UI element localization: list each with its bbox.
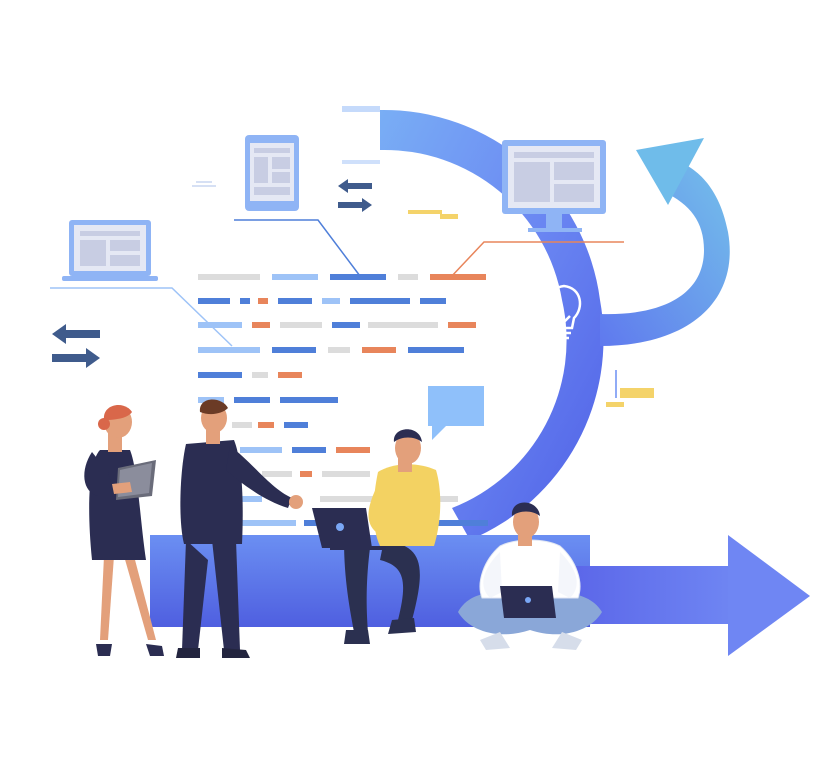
speech-bubble-icon: [428, 386, 484, 440]
laptop-icon: [62, 220, 158, 281]
woman-with-tablet: [84, 405, 164, 656]
man-on-laptop: [312, 429, 441, 644]
man-pointing: [176, 399, 303, 658]
tablet-icon: [245, 135, 299, 211]
code-lines: [198, 274, 488, 526]
forward-arrow: [560, 535, 810, 656]
yellow-accents: [408, 210, 654, 407]
swap-arrows-icon: [338, 179, 372, 212]
monitor-icon: [502, 140, 606, 232]
return-loop-arrow: [600, 138, 730, 346]
connector-lines: [50, 181, 624, 347]
swap-arrows-icon: [52, 324, 100, 368]
man-sitting-cross-legged: [458, 502, 602, 650]
lightbulb-icon: [546, 284, 582, 340]
